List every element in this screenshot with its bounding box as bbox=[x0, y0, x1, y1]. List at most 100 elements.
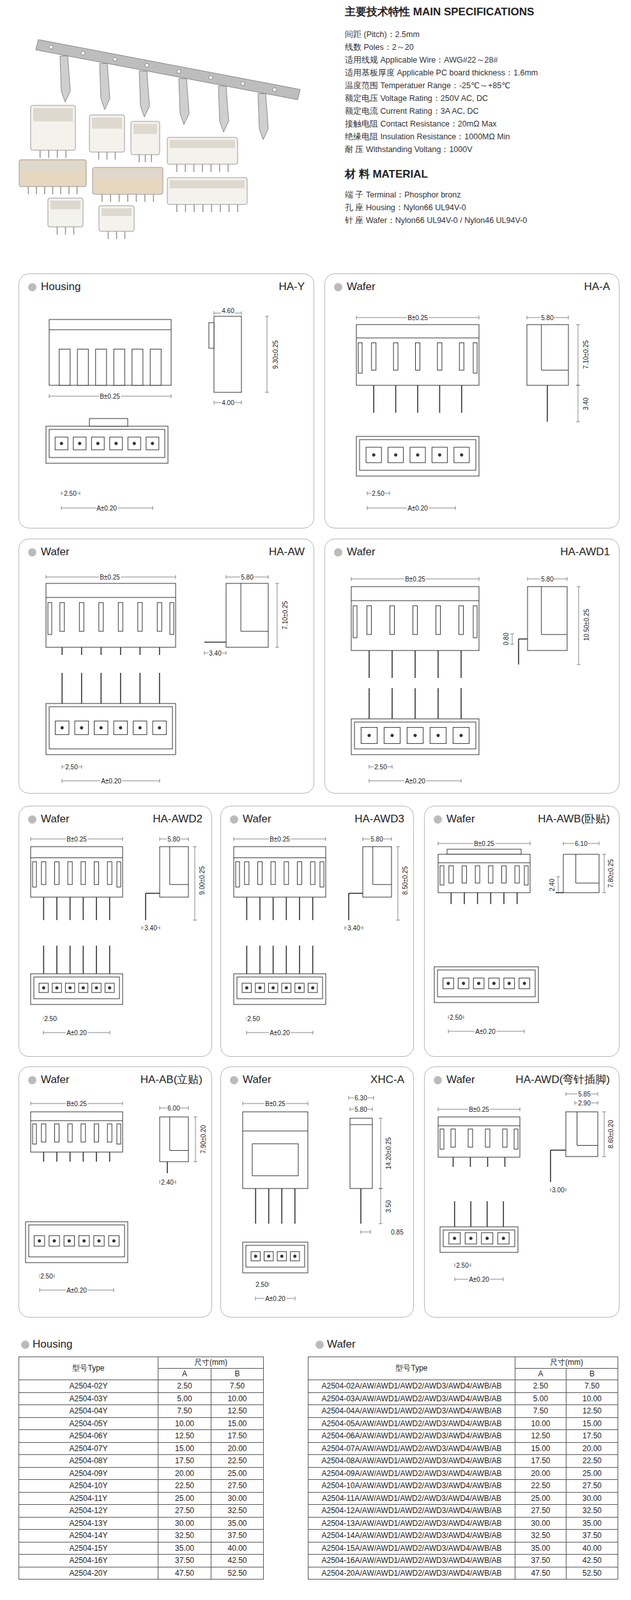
outline-line bbox=[577, 1144, 599, 1146]
dimension-label: B±0.25 bbox=[65, 1099, 88, 1107]
pin-dot bbox=[507, 981, 511, 985]
dimension-tick bbox=[524, 1028, 525, 1033]
outline-line bbox=[414, 650, 416, 678]
table-cell: 30.00 bbox=[157, 1516, 212, 1530]
dimension-label: 8.50±0.25 bbox=[401, 865, 409, 895]
dimension-label: B±0.25 bbox=[473, 839, 495, 847]
dimension-tick bbox=[348, 1095, 350, 1100]
outline-rect bbox=[157, 602, 162, 631]
table-cell: A2504-11Y bbox=[18, 1491, 159, 1505]
panel-heading: Wafer bbox=[242, 812, 272, 826]
outline-rect bbox=[473, 977, 485, 989]
table-cell: 15.00 bbox=[157, 1441, 212, 1455]
pin-dot bbox=[460, 453, 464, 457]
outline-rect bbox=[440, 865, 444, 885]
outline-line bbox=[240, 631, 269, 632]
outline-rect bbox=[358, 342, 363, 374]
outline-rect bbox=[59, 348, 71, 386]
table-cell: 27.50 bbox=[157, 1503, 212, 1517]
table-cell: 15.00 bbox=[514, 1441, 567, 1455]
bullet-dot bbox=[21, 1339, 30, 1349]
outline-rect bbox=[89, 418, 128, 426]
outline-rect bbox=[118, 602, 123, 631]
table-cell: 12.50 bbox=[565, 1403, 619, 1418]
strip-hole bbox=[240, 81, 245, 86]
outline-rect bbox=[459, 605, 464, 635]
connector-pin bbox=[44, 186, 46, 195]
table-cell: 型号Type bbox=[307, 1355, 516, 1380]
dimension-tick bbox=[141, 925, 143, 930]
outline-line bbox=[272, 945, 274, 974]
outline-rect bbox=[159, 846, 189, 897]
outline-line bbox=[81, 646, 83, 655]
dimension-tick bbox=[61, 778, 63, 783]
table-cell: A2504-07Y bbox=[18, 1441, 159, 1455]
outline-rect bbox=[468, 1128, 473, 1147]
table-cell: A2504-10Y bbox=[18, 1478, 159, 1492]
pin-dot bbox=[60, 441, 63, 445]
dimension-tick bbox=[369, 764, 370, 769]
panel-heading: Wafer bbox=[446, 812, 476, 826]
section-heading: 主要技术特性 MAIN SPECIFICATIONS bbox=[344, 5, 534, 19]
outline-line bbox=[268, 1187, 270, 1224]
outline-line bbox=[348, 892, 350, 920]
dimension-tick bbox=[344, 925, 346, 930]
table-cell: 32.50 bbox=[210, 1503, 264, 1517]
connector-pin bbox=[114, 152, 117, 160]
model-name: HA-AWD3 bbox=[354, 812, 405, 826]
dimension-tick bbox=[213, 400, 215, 405]
table-cell: A2504-13Y bbox=[18, 1516, 159, 1530]
connector-photo bbox=[30, 105, 76, 151]
outline-rect bbox=[233, 973, 326, 1004]
outline-rect bbox=[297, 861, 303, 885]
table-cell: 25.00 bbox=[514, 1491, 567, 1505]
pin-dot bbox=[394, 453, 397, 457]
outline-line bbox=[486, 1200, 488, 1227]
dimension-label: 3.00 bbox=[551, 1185, 565, 1194]
table-cell: 20.00 bbox=[157, 1466, 212, 1480]
table-cell: A2504-03Y bbox=[18, 1391, 159, 1406]
table-cell: A bbox=[514, 1367, 567, 1380]
connector-photo bbox=[167, 137, 238, 165]
outline-rect bbox=[268, 982, 278, 992]
pin-dot bbox=[67, 1239, 71, 1242]
outline-rect bbox=[25, 1221, 128, 1262]
table-cell: 35.00 bbox=[565, 1516, 619, 1530]
dimension-label: 3.40 bbox=[208, 649, 222, 657]
bullet-dot bbox=[334, 547, 343, 557]
dimension-tick bbox=[556, 892, 561, 893]
dimension-tick bbox=[255, 1295, 257, 1300]
connector-photo bbox=[167, 177, 248, 205]
dimension-tick bbox=[602, 853, 607, 855]
outline-rect bbox=[226, 583, 269, 647]
outline-rect bbox=[45, 703, 176, 755]
dimension-tick bbox=[478, 576, 480, 581]
model-name: HA-AB(立贴) bbox=[140, 1072, 203, 1086]
connector-pin bbox=[176, 204, 178, 213]
bullet-dot bbox=[229, 1075, 239, 1084]
outline-line bbox=[43, 1151, 45, 1162]
connector-pin bbox=[118, 194, 121, 202]
outline-rect bbox=[448, 1231, 461, 1244]
outline-rect bbox=[255, 982, 265, 992]
outline-rect bbox=[519, 977, 531, 989]
pin-dot bbox=[97, 1239, 101, 1242]
strip-hole bbox=[176, 69, 181, 74]
outline-line bbox=[45, 597, 176, 598]
panel-heading: Wafer bbox=[346, 280, 376, 294]
outline-rect bbox=[406, 726, 423, 743]
connector-pin bbox=[201, 164, 204, 172]
dimension-tick bbox=[567, 576, 568, 581]
table-cell: A2504-04Y bbox=[18, 1403, 159, 1418]
dimension-tick bbox=[438, 841, 439, 845]
connector-pin bbox=[124, 231, 126, 239]
dimension-line bbox=[266, 316, 268, 393]
outline-line bbox=[576, 882, 600, 884]
connector-pin bbox=[52, 186, 54, 195]
table-cell: 25.00 bbox=[157, 1491, 212, 1505]
dimension-label: 2.50 bbox=[63, 489, 77, 497]
outline-rect bbox=[527, 586, 568, 651]
dimension-tick bbox=[378, 1117, 383, 1119]
outline-line bbox=[30, 857, 123, 858]
pin-dot bbox=[413, 733, 417, 737]
